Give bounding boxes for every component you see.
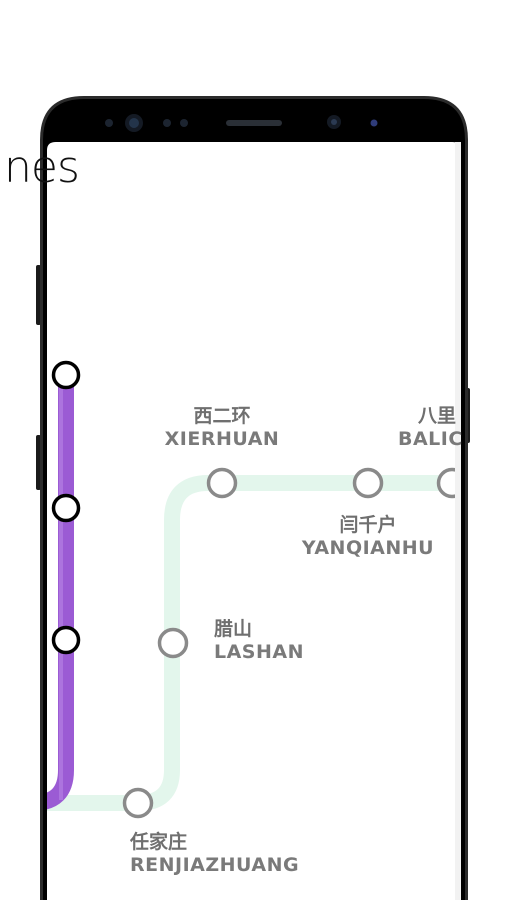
station-node[interactable]: [51, 493, 81, 523]
station-en-name: RENJIAZHUANG: [130, 854, 300, 876]
station-label-xierhuan[interactable]: 西二环 XIERHUAN: [165, 407, 280, 449]
station-label-renjiazhuang[interactable]: 任家庄 RENJIAZHUANG: [130, 833, 299, 875]
speaker-grille: [226, 120, 282, 126]
station-en-name: YANQIANHU: [301, 537, 435, 559]
volume-up-button: [36, 265, 41, 325]
station-node[interactable]: [51, 625, 81, 655]
page-title: nes: [4, 142, 80, 193]
station-cn-name: 闫千户: [339, 514, 397, 536]
station-node[interactable]: [51, 360, 81, 390]
station-node-renjiazhuang[interactable]: [122, 787, 154, 819]
station-en-name: BALIC: [398, 428, 462, 450]
station-label-bali[interactable]: 八里 BALIC: [398, 407, 462, 449]
sensor-icon: [370, 119, 378, 127]
sensor-icon: [163, 119, 171, 127]
station-en-name: XIERHUAN: [164, 428, 280, 450]
station-en-name: LASHAN: [214, 641, 305, 663]
sensor-icon: [105, 119, 113, 127]
station-label-yanqianhu[interactable]: 闫千户 YANQIANHU: [302, 516, 434, 558]
volume-down-button: [36, 435, 41, 490]
station-labels: 西二环 XIERHUAN 八里 BALIC 闫千户 YANQIANHU 腊山 L…: [130, 407, 462, 875]
purple-metro-line: [47, 370, 74, 811]
station-node-lashan[interactable]: [157, 627, 189, 659]
station-cn-name: 任家庄: [130, 831, 188, 853]
station-cn-name: 西二环: [193, 405, 251, 427]
station-cn-name: 腊山: [214, 618, 253, 640]
sensor-icon: [180, 119, 188, 127]
station-node-xierhuan[interactable]: [206, 467, 238, 499]
station-cn-name: 八里: [418, 405, 457, 427]
phone-screen: [47, 142, 461, 900]
station-node-yanqianhu[interactable]: [352, 467, 384, 499]
station-label-lashan[interactable]: 腊山 LASHAN: [214, 620, 304, 662]
